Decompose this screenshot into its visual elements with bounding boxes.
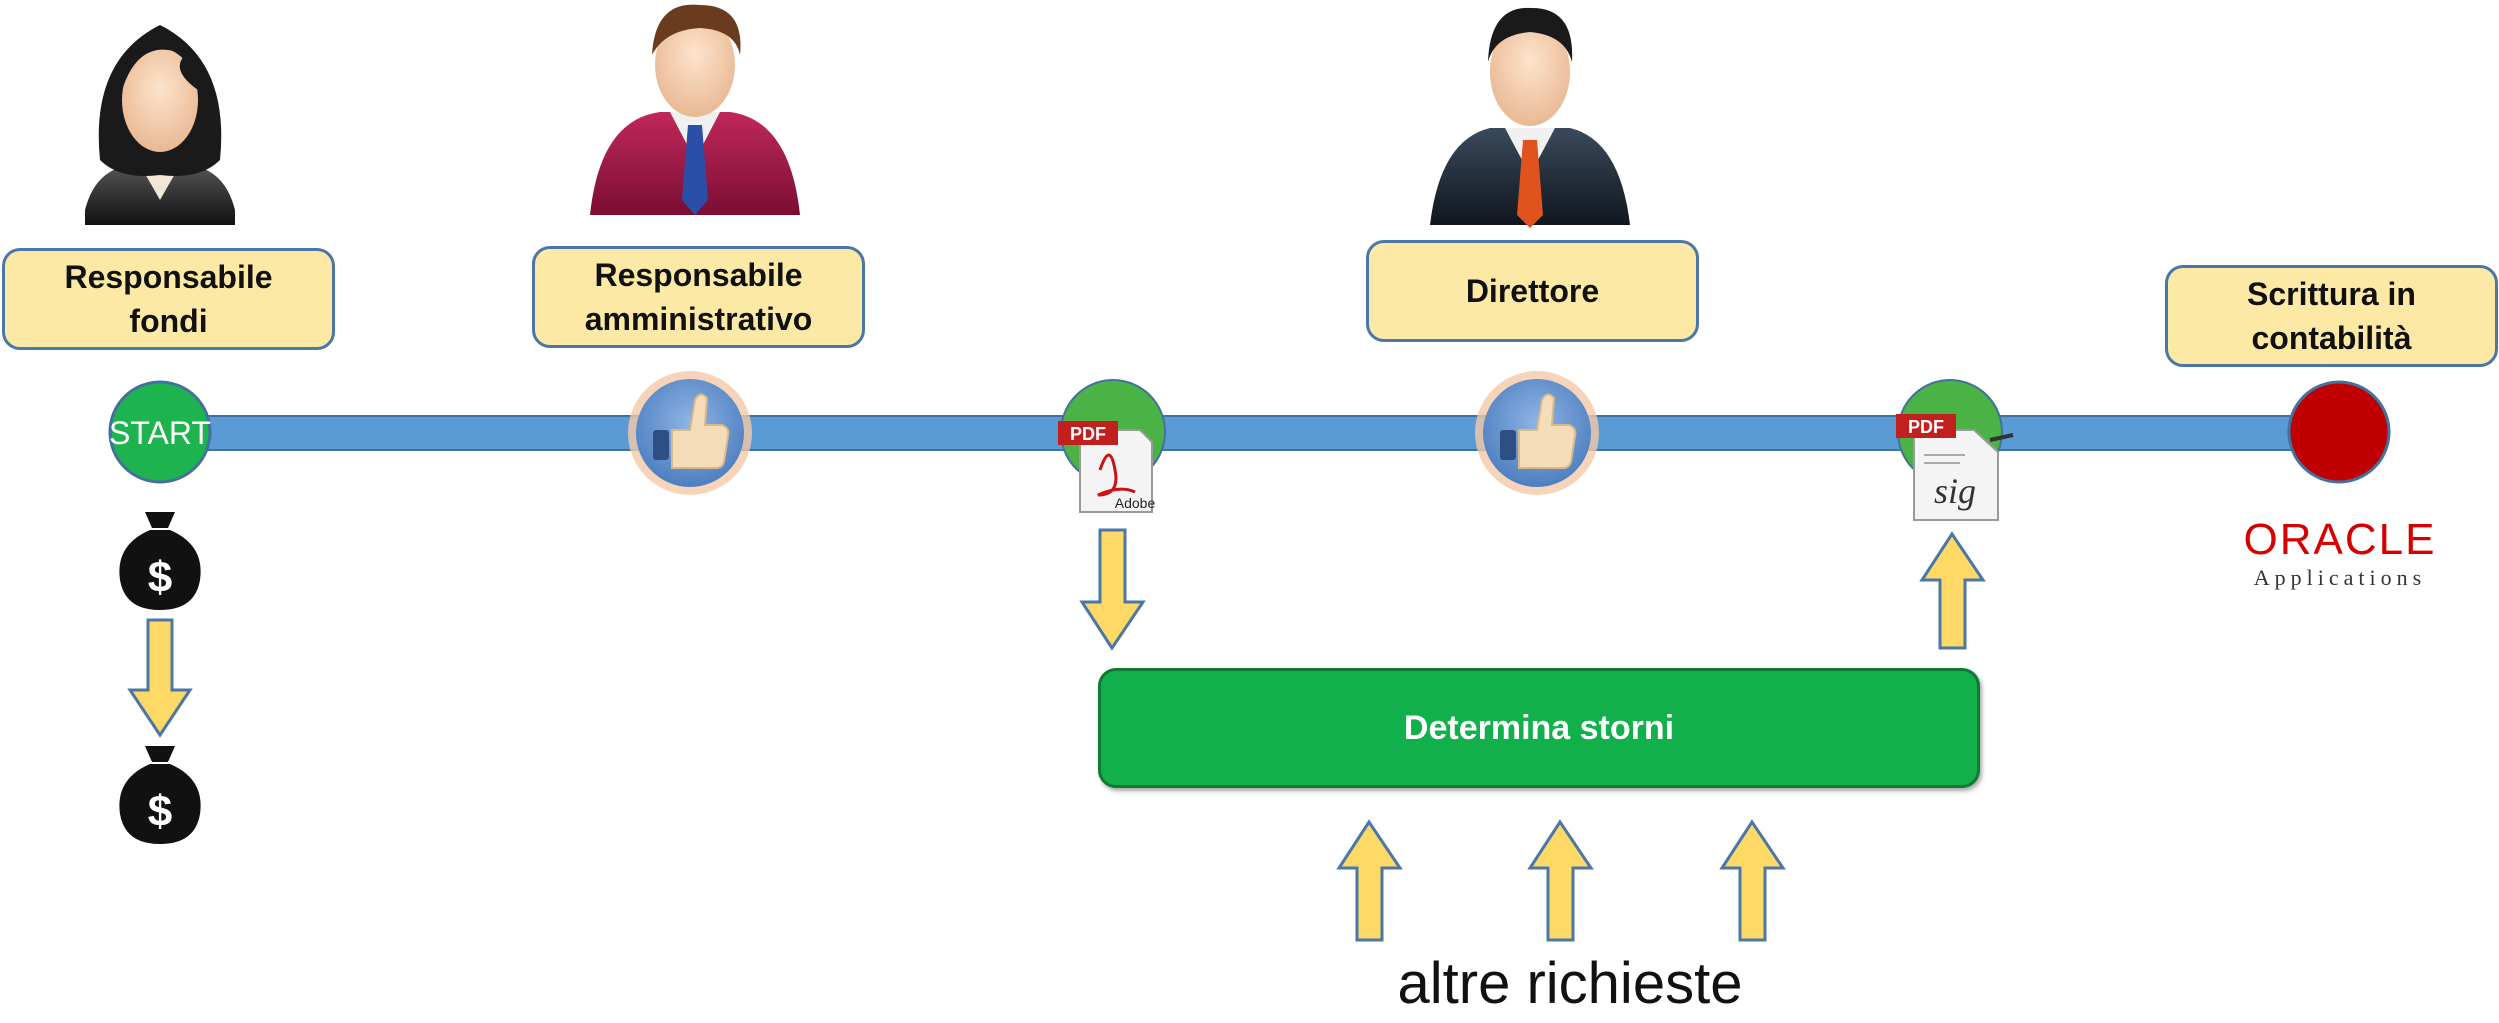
start-node [108, 380, 212, 484]
money-bag-icon [119, 512, 201, 610]
adobe-label: Adobe [1115, 495, 1156, 511]
person-woman-icon [85, 25, 235, 225]
pdf-badge-label: PDF [1908, 417, 1944, 437]
thumbs-up-icon [628, 371, 752, 495]
arrow-up-icon [1719, 819, 1786, 942]
arrow-down-icon [127, 618, 193, 738]
arrow-up-icon [1919, 531, 1986, 650]
oracle-sub: Applications [2253, 565, 2427, 590]
dollar-sign: $ [148, 787, 172, 836]
role-scrittura-contabilita: Scrittura in contabilità [2165, 265, 2498, 367]
signature-label: sig [1934, 471, 1976, 511]
dollar-sign: $ [148, 553, 172, 602]
pdf-signature-icon [1896, 379, 2014, 521]
end-node [2287, 380, 2391, 484]
oracle-brand: ORACLE [2243, 515, 2437, 564]
oracle-logo: ORACLE Applications [2225, 515, 2455, 591]
role-responsabile-amministrativo: Responsabile amministrativo [532, 246, 865, 348]
arrow-down-icon [1079, 528, 1146, 651]
money-bag-icon [119, 746, 201, 844]
process-determina-storni: Determina storni [1098, 668, 1980, 788]
pdf-document-icon [1058, 379, 1166, 513]
arrow-up-icon [1336, 819, 1403, 942]
timeline-bar [159, 415, 2351, 451]
role-responsabile-fondi: Responsabile fondi [2, 248, 335, 350]
start-label: START [109, 415, 211, 451]
footer-altre-richieste: altre richieste [1397, 951, 1743, 1016]
person-director-icon [1430, 7, 1630, 228]
arrow-up-icon [1527, 819, 1594, 942]
role-direttore: Direttore [1366, 240, 1699, 342]
thumbs-up-icon [1475, 371, 1599, 495]
pdf-badge-label: PDF [1070, 424, 1106, 444]
person-admin-icon [590, 4, 800, 215]
